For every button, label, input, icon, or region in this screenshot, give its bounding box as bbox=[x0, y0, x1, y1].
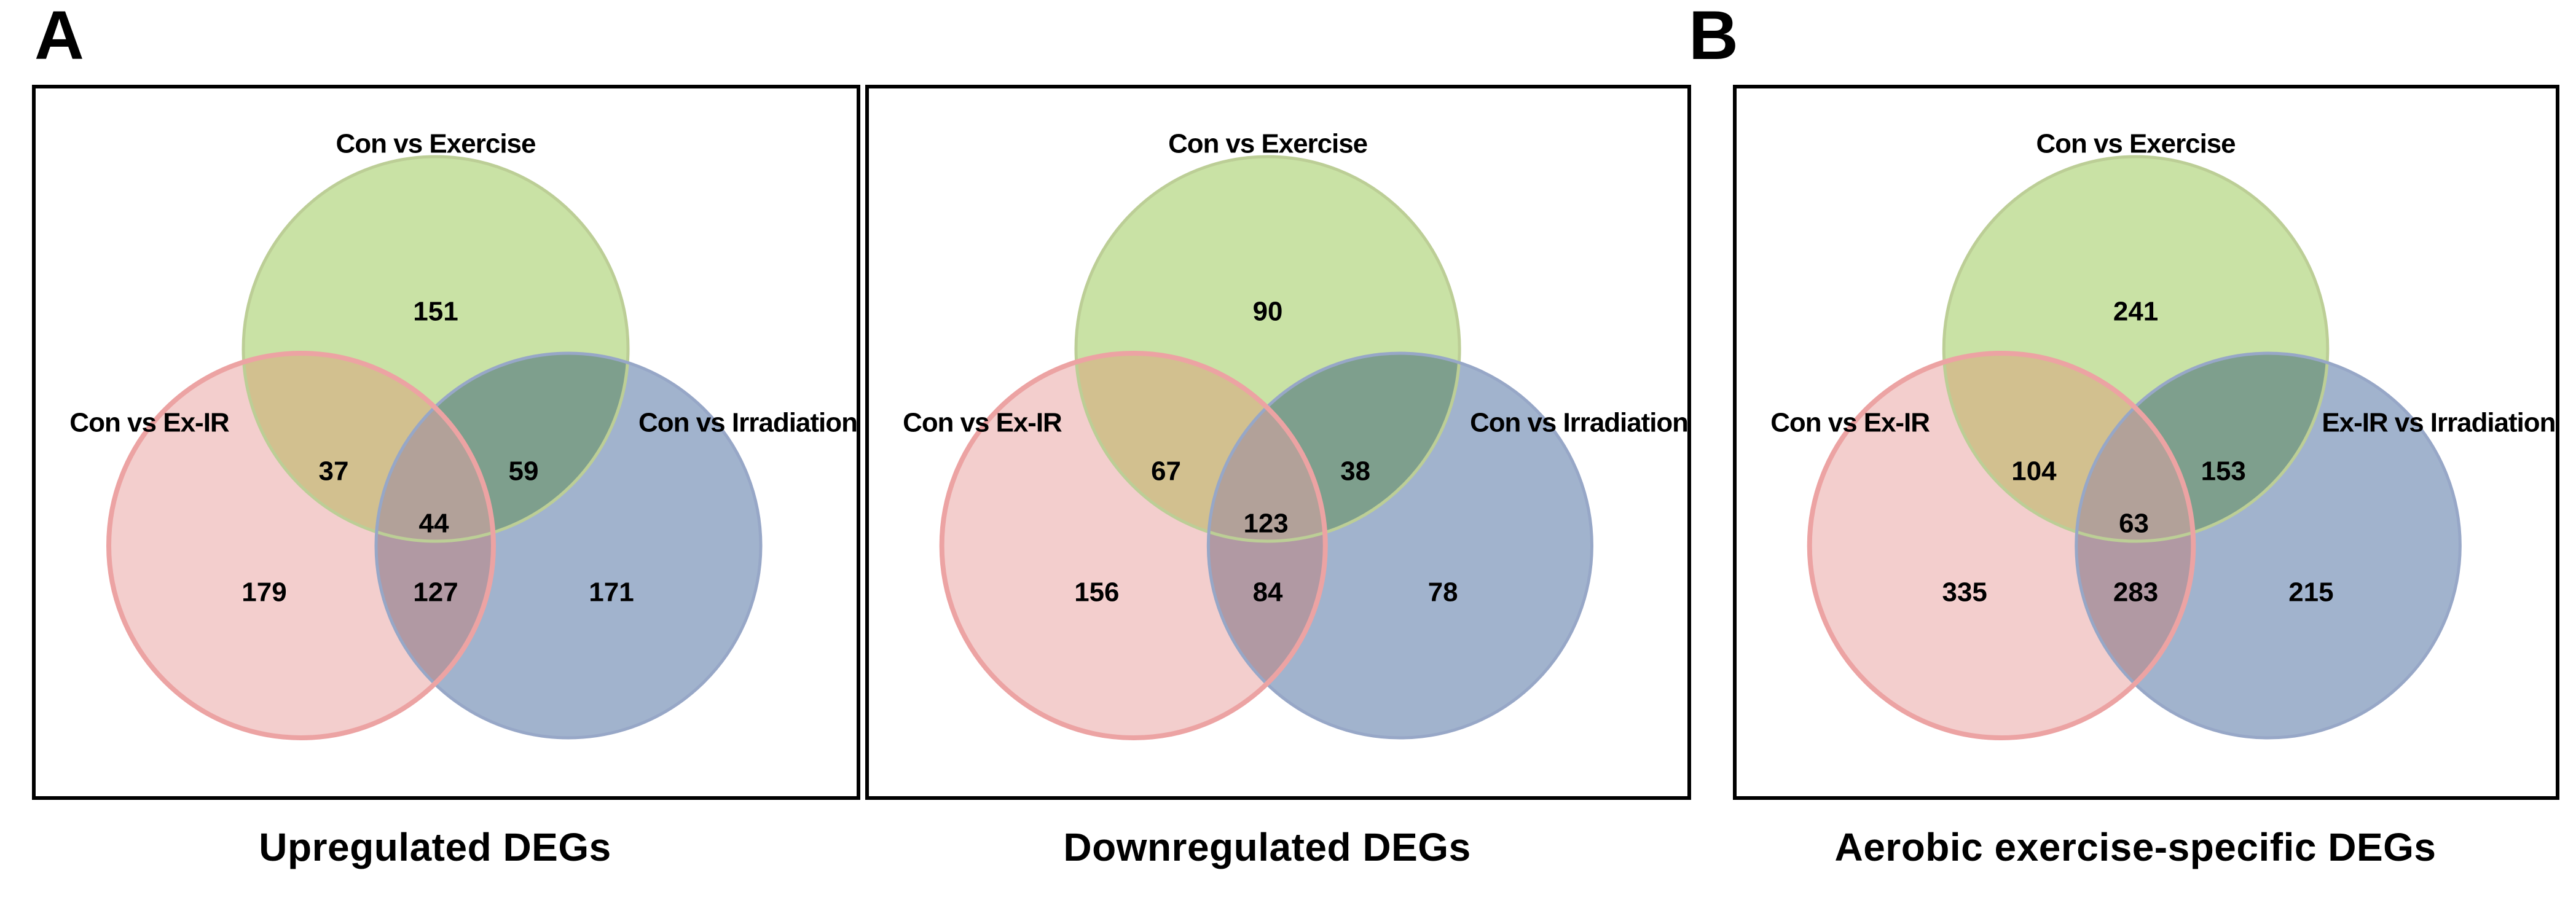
blue-circle-outline bbox=[1206, 351, 1593, 740]
count-top-only: 90 bbox=[1253, 296, 1283, 326]
count-right-only: 78 bbox=[1428, 577, 1458, 607]
green-pink-overlap bbox=[1944, 353, 2194, 541]
panel-downregulated-box: Con vs Exercise Con vs Ex-IR Con vs Irra… bbox=[865, 85, 1691, 800]
count-left-only: 335 bbox=[1942, 577, 1987, 607]
panel-label-a: A bbox=[34, 0, 84, 74]
count-top-right: 59 bbox=[509, 456, 539, 487]
set-label-top: Con vs Exercise bbox=[2036, 128, 2235, 158]
count-left-right: 283 bbox=[2113, 577, 2158, 607]
green-circle-outline bbox=[242, 155, 630, 543]
set-label-left: Con vs Ex-IR bbox=[69, 408, 229, 438]
green-pink-overlap bbox=[243, 353, 493, 541]
count-top-left: 67 bbox=[1151, 456, 1181, 486]
count-top-right: 153 bbox=[2201, 456, 2246, 486]
count-right-only: 215 bbox=[2288, 577, 2333, 607]
pink-circle-outline bbox=[1807, 351, 2196, 740]
green-pink-overlap bbox=[1075, 353, 1325, 541]
panel-aerobic-specific-box: Con vs Exercise Con vs Ex-IR Ex-IR vs Ir… bbox=[1733, 85, 2559, 800]
count-center: 123 bbox=[1243, 508, 1288, 538]
panel-label-b: B bbox=[1689, 0, 1738, 74]
caption-aerobic-specific: Aerobic exercise-specific DEGs bbox=[1834, 825, 2437, 869]
green-blue-overlap bbox=[1208, 353, 1460, 541]
caption-downregulated: Downregulated DEGs bbox=[1063, 825, 1471, 869]
pink-circle-outline bbox=[939, 351, 1328, 740]
blue-circle-outline bbox=[2075, 351, 2462, 740]
count-right-only: 171 bbox=[589, 577, 634, 608]
green-blue-overlap bbox=[2076, 353, 2328, 541]
set-label-left: Con vs Ex-IR bbox=[903, 407, 1062, 437]
venn-diagram-downregulated: Con vs Exercise Con vs Ex-IR Con vs Irra… bbox=[903, 128, 1687, 740]
count-left-only: 156 bbox=[1074, 577, 1119, 607]
set-label-top: Con vs Exercise bbox=[1168, 128, 1367, 158]
count-center: 44 bbox=[419, 509, 449, 539]
set-label-right: Con vs Irradiation bbox=[638, 408, 857, 438]
count-top-only: 151 bbox=[413, 297, 458, 327]
count-top-only: 241 bbox=[2113, 296, 2158, 326]
count-left-right: 127 bbox=[413, 577, 458, 608]
set-label-left: Con vs Ex-IR bbox=[1770, 407, 1930, 437]
green-circle-outline bbox=[1942, 155, 2330, 543]
venn-diagram-upregulated: Con vs Exercise Con vs Ex-IR Con vs Irra… bbox=[69, 129, 857, 740]
set-label-right: Con vs Irradiation bbox=[1470, 407, 1687, 437]
blue-circle-outline bbox=[374, 351, 763, 740]
venn-diagram-aerobic-specific: Con vs Exercise Con vs Ex-IR Ex-IR vs Ir… bbox=[1770, 128, 2556, 740]
count-top-left: 37 bbox=[319, 456, 349, 487]
pink-circle-outline bbox=[106, 351, 496, 740]
panel-upregulated-box: Con vs Exercise Con vs Ex-IR Con vs Irra… bbox=[32, 85, 860, 800]
set-label-top: Con vs Exercise bbox=[336, 129, 536, 159]
green-circle-outline bbox=[1074, 155, 1461, 543]
caption-upregulated: Upregulated DEGs bbox=[259, 825, 611, 869]
count-top-left: 104 bbox=[2011, 456, 2057, 486]
count-left-only: 179 bbox=[242, 577, 286, 608]
count-left-right: 84 bbox=[1253, 577, 1283, 607]
count-top-right: 38 bbox=[1340, 456, 1370, 486]
set-label-right: Ex-IR vs Irradiation bbox=[2322, 407, 2555, 437]
count-center: 63 bbox=[2119, 508, 2149, 538]
green-blue-overlap bbox=[376, 353, 628, 541]
